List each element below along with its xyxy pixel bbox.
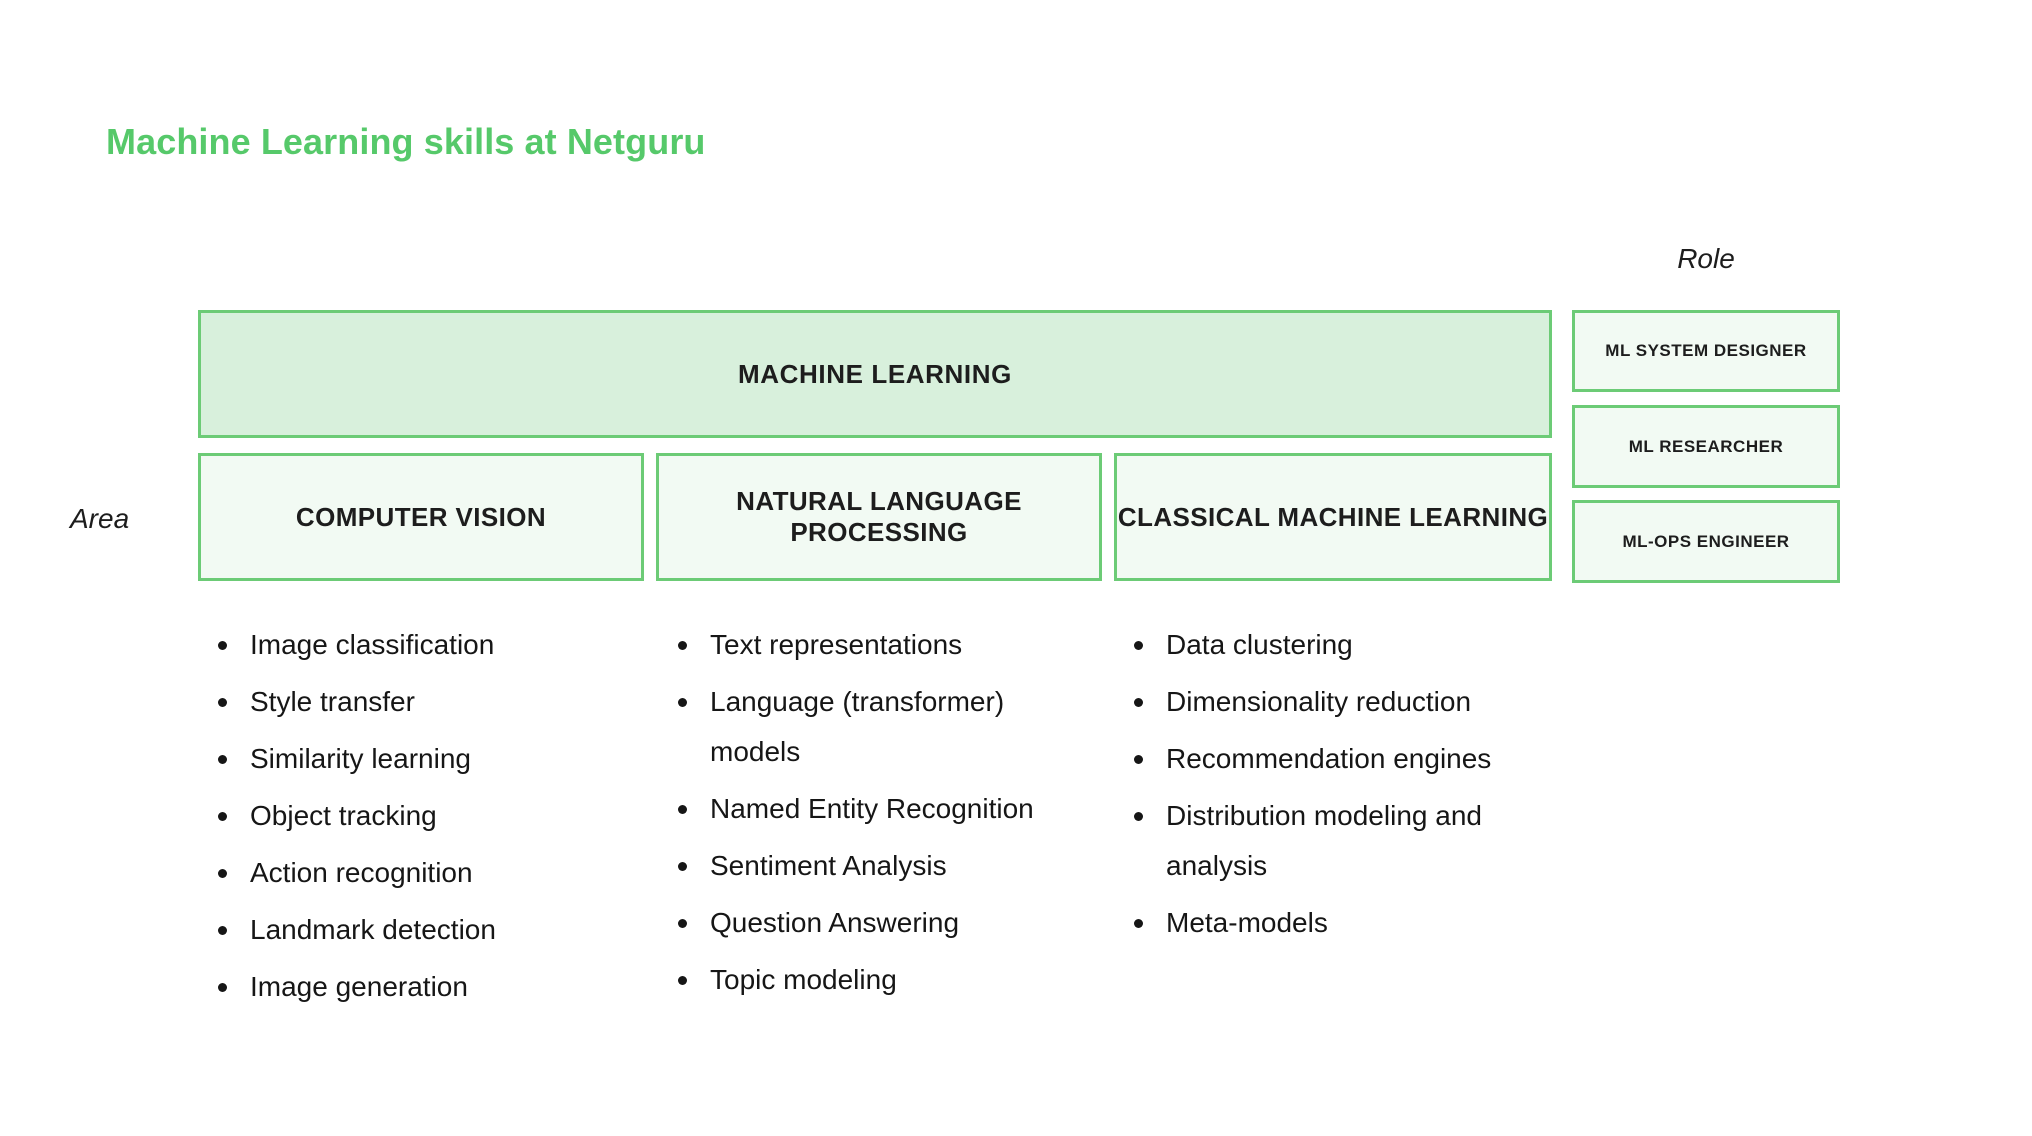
skill-list-item: Meta-models — [1128, 898, 1548, 948]
bullet-dot-icon — [1134, 812, 1143, 821]
area-box-natural-language-processing: NATURAL LANGUAGE PROCESSING — [656, 453, 1102, 581]
bullet-dot-icon — [218, 926, 227, 935]
skill-list-item: Data clustering — [1128, 620, 1548, 670]
bullet-dot-icon — [218, 755, 227, 764]
bullet-dot-icon — [218, 869, 227, 878]
role-box-ml-researcher: ML RESEARCHER — [1572, 405, 1840, 488]
skill-list-item-label: Data clustering — [1166, 629, 1353, 660]
skill-list-item: Recommendation engines — [1128, 734, 1548, 784]
skill-list-item: Dimensionality reduction — [1128, 677, 1548, 727]
skill-list-item: Landmark detection — [212, 905, 632, 955]
skill-list-item: Image generation — [212, 962, 632, 1012]
skill-list-item: Named Entity Recognition — [672, 784, 1092, 834]
role-box-ml-system-designer: ML SYSTEM DESIGNER — [1572, 310, 1840, 392]
skill-list-item-label: Sentiment Analysis — [710, 850, 947, 881]
skill-list-item-label: Topic modeling — [710, 964, 897, 995]
skill-list-item-label: Similarity learning — [250, 743, 471, 774]
area-axis-label: Area — [70, 503, 130, 534]
skill-list-item: Language (transformer) models — [672, 677, 1092, 777]
bullet-dot-icon — [1134, 698, 1143, 707]
bullet-dot-icon — [678, 641, 687, 650]
skill-list-item: Object tracking — [212, 791, 632, 841]
area-box-computer-vision: COMPUTER VISION — [198, 453, 644, 581]
bullet-dot-icon — [218, 983, 227, 992]
bullet-dot-icon — [218, 812, 227, 821]
skill-list-item-label: Landmark detection — [250, 914, 496, 945]
skill-list-item-label: Recommendation engines — [1166, 743, 1492, 774]
role-axis-label: Role — [1677, 243, 1735, 274]
skill-list-item-label: Language (transformer) models — [710, 686, 1005, 767]
skill-list-item-label: Named Entity Recognition — [710, 793, 1034, 824]
skill-list-item-label: Image classification — [250, 629, 495, 660]
bullet-dot-icon — [678, 862, 687, 871]
skill-list-item-label: Question Answering — [710, 907, 960, 938]
skill-list-item-label: Image generation — [250, 971, 468, 1002]
skill-list-item-label: Text representations — [710, 629, 963, 660]
skill-list-item-label: Distribution modeling and analysis — [1166, 800, 1482, 881]
bullet-dot-icon — [1134, 755, 1143, 764]
bullet-dot-icon — [218, 698, 227, 707]
bullet-dot-icon — [678, 976, 687, 985]
skill-list-item-label: Dimensionality reduction — [1166, 686, 1472, 717]
skill-list-item: Style transfer — [212, 677, 632, 727]
bullet-dot-icon — [678, 805, 687, 814]
skill-list-item: Sentiment Analysis — [672, 841, 1092, 891]
page-title: Machine Learning skills at Netguru — [106, 121, 706, 162]
skill-list-item-label: Meta-models — [1166, 907, 1328, 938]
skill-list-item: Topic modeling — [672, 955, 1092, 1005]
bullet-dot-icon — [218, 641, 227, 650]
bullet-dot-icon — [678, 698, 687, 707]
role-box-ml-ops-engineer: ML-OPS ENGINEER — [1572, 500, 1840, 583]
skill-list-item: Question Answering — [672, 898, 1092, 948]
machine-learning-banner: MACHINE LEARNING — [198, 310, 1552, 438]
skill-list-item: Distribution modeling and analysis — [1128, 791, 1548, 891]
skill-list-item: Text representations — [672, 620, 1092, 670]
skill-list-item: Image classification — [212, 620, 632, 670]
skill-list-item-label: Action recognition — [250, 857, 473, 888]
skill-list-item: Action recognition — [212, 848, 632, 898]
bullet-dot-icon — [1134, 919, 1143, 928]
area-box-classical-machine-learning: CLASSICAL MACHINE LEARNING — [1114, 453, 1552, 581]
skill-list-item-label: Style transfer — [250, 686, 415, 717]
bullet-dot-icon — [678, 919, 687, 928]
bullet-dot-icon — [1134, 641, 1143, 650]
skill-list-item: Similarity learning — [212, 734, 632, 784]
skill-list-item-label: Object tracking — [250, 800, 437, 831]
